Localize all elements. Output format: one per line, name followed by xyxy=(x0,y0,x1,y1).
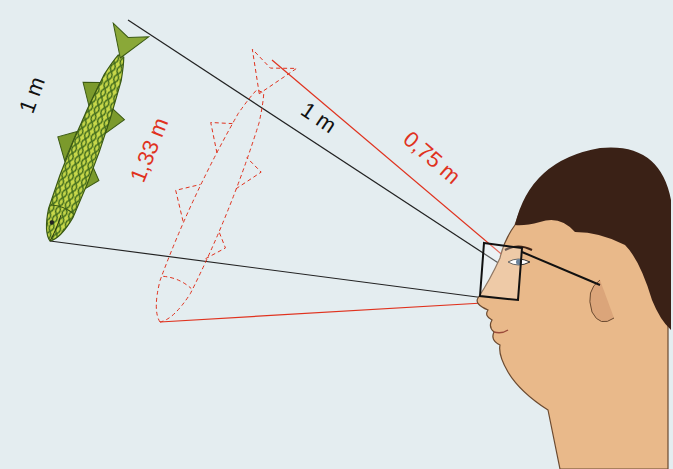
pike-fish xyxy=(22,19,155,250)
sight-line xyxy=(272,60,506,258)
observer-head xyxy=(477,147,671,469)
apparent-fish-image xyxy=(125,44,305,336)
sight-line xyxy=(160,302,500,322)
length-dimension: 1 m xyxy=(15,74,48,116)
real-distance: 1 m xyxy=(297,99,340,138)
sight-line xyxy=(50,241,500,300)
apparent-length: 1,33 m xyxy=(127,115,173,186)
apparent-distance: 0,75 m xyxy=(399,128,464,189)
sight-line xyxy=(128,20,506,268)
